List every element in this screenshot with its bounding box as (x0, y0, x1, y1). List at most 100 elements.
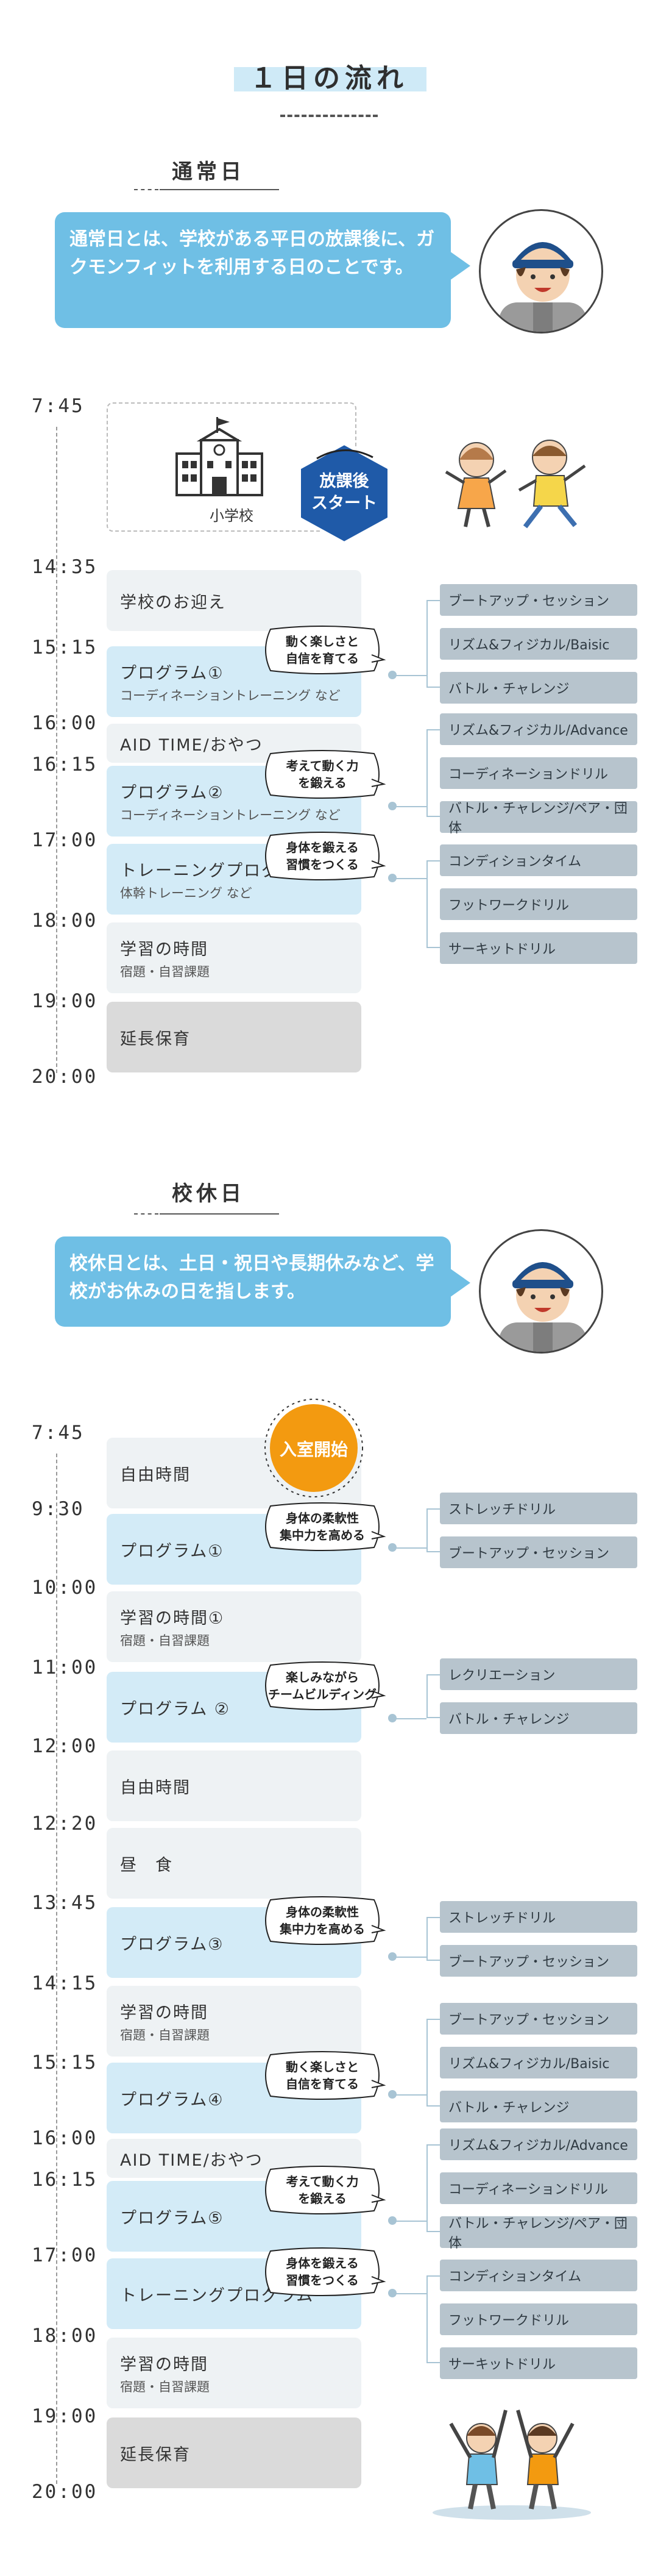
holiday-timeline-line (56, 1454, 57, 2484)
coach-illustration (499, 1262, 587, 1352)
start-badge-line1: 放課後 (319, 472, 369, 491)
callout-text: 考えて動く力を鍛える (258, 757, 386, 791)
schedule-block-subtitle: 体幹トレーニング など (120, 885, 252, 901)
activity-tag: サーキットドリル (440, 2347, 637, 2379)
tag-group-bracket (426, 2019, 440, 2107)
time-label: 18:00 (32, 910, 98, 932)
callout-line: 自信を育てる (286, 2077, 359, 2091)
activity-tag: コンディションタイム (440, 844, 637, 876)
callout-line: 習慣をつくる (286, 2273, 359, 2288)
tag-group-bracket (426, 729, 440, 817)
callout-line: 楽しみながら (286, 1670, 359, 1685)
activity-tag: リズム&フィジカル/Advance (440, 2128, 637, 2160)
activity-tag: リズム&フィジカル/Baisic (440, 2047, 637, 2078)
tag-group-dot (388, 2216, 397, 2225)
school-building-icon (175, 417, 263, 496)
schedule-block-title: 学習の時間 (120, 940, 208, 959)
activity-tag: コーディネーションドリル (440, 757, 637, 789)
schedule-block-subtitle: 宿題・自習課題 (120, 2379, 210, 2394)
callout-line: 身体を鍛える (286, 2256, 359, 2271)
tag-group-connector (392, 1547, 426, 1549)
time-label: 13:45 (32, 1892, 98, 1914)
regular-description-bubble: 通常日とは、学校がある平日の放課後に、ガクモンフィットを利用する日のことです。 (55, 212, 451, 328)
callout: 楽しみながらチームビルディング (258, 1660, 386, 1711)
stretching-kids-illustration (433, 2410, 591, 2520)
regular-heading-underline (160, 189, 279, 190)
time-label: 12:20 (32, 1813, 98, 1835)
start-badge-line2: スタート (311, 494, 377, 513)
tag-group-dot (388, 802, 397, 810)
regular-timeline-line (56, 427, 57, 1073)
callout-line: 集中力を高める (280, 1922, 365, 1936)
callout: 身体の柔軟性集中力を高める (258, 1895, 386, 1946)
schedule-block-title: 自由時間 (120, 1465, 191, 1485)
activity-tag: コンディションタイム (440, 2260, 637, 2291)
holiday-description: 校休日とは、土日・祝日や長期休みなど、学校がお休みの日を指します。 (69, 1253, 434, 1302)
schedule-block: AID TIME/おやつ (107, 724, 361, 763)
callout-shape (265, 2247, 386, 2296)
activity-tag: フットワークドリル (440, 888, 637, 920)
schedule-block: 延長保育 (107, 1002, 361, 1072)
activity-tag: リズム&フィジカル/Baisic (440, 628, 637, 660)
time-label: 17:00 (32, 2244, 98, 2266)
callout-line: チームビルディング (268, 1687, 377, 1702)
tag-group-connector (392, 2221, 426, 2222)
schedule-block-title: プログラム ② (120, 1699, 230, 1719)
holiday-heading: 校休日 (172, 1182, 245, 1206)
activity-tag: リズム&フィジカル/Advance (440, 713, 637, 745)
schedule-block-title: 学校のお迎え (120, 593, 226, 612)
callout-line: 身体を鍛える (286, 840, 359, 855)
kids-illustration (445, 440, 586, 529)
coach-avatar (479, 1229, 603, 1354)
schedule-block: 学習の時間宿題・自習課題 (107, 2338, 361, 2408)
callout-line: を鍛える (298, 776, 347, 790)
time-label: 14:15 (32, 1972, 98, 1994)
schedule-block: 延長保育 (107, 2417, 361, 2488)
time-label: 9:30 (32, 1498, 85, 1520)
tag-group-connector (392, 2094, 426, 2096)
time-label: 11:00 (32, 1657, 98, 1679)
callout-shape (265, 1896, 386, 1945)
callout-shape (265, 1502, 386, 1551)
tag-group-bracket (426, 1508, 440, 1552)
tag-group-dot (388, 2289, 397, 2297)
callout-text: 身体を鍛える習慣をつくる (258, 2255, 386, 2289)
schedule-block-subtitle: 宿題・自習課題 (120, 1633, 210, 1648)
schedule-block-subtitle: 宿題・自習課題 (120, 964, 210, 979)
callout-shape (265, 832, 386, 880)
callout-line: 習慣をつくる (286, 857, 359, 872)
callout-text: 楽しみながらチームビルディング (258, 1669, 386, 1703)
tag-group-bracket (426, 2275, 440, 2363)
activity-tag: ブートアップ・セッション (440, 1536, 637, 1568)
callout-shape (265, 2051, 386, 2100)
activity-tag: ブートアップ・セッション (440, 584, 637, 616)
time-label: 19:00 (32, 990, 98, 1012)
schedule-block-title: プログラム① (120, 663, 224, 683)
holiday-description-bubble: 校休日とは、土日・祝日や長期休みなど、学校がお休みの日を指します。 (55, 1236, 451, 1327)
activity-tag: バトル・チャレンジ (440, 1702, 637, 1734)
time-label: 20:00 (32, 1066, 98, 1088)
time-label: 10:00 (32, 1577, 98, 1599)
callout: 身体の柔軟性集中力を高める (258, 1501, 386, 1552)
schedule-block: AID TIME/おやつ (107, 2139, 361, 2178)
room-open-badge-shape (264, 1399, 363, 1497)
schedule-block-subtitle: コーディネーショントレーニング など (120, 807, 341, 822)
activity-tag: ストレッチドリル (440, 1493, 637, 1524)
callout-line: 考えて動く力 (286, 2174, 359, 2189)
tag-group-connector (392, 1718, 426, 1719)
schedule-block-title: プログラム① (120, 1541, 224, 1561)
callout: 考えて動く力を鍛える (258, 749, 386, 800)
school-label: 小学校 (210, 507, 253, 524)
callout-line: 考えて動く力 (286, 758, 359, 773)
tag-group-bracket (426, 860, 440, 948)
bubble-tail (450, 1268, 470, 1297)
holiday-heading-dash (134, 1213, 158, 1215)
room-open-badge: 入室開始 (262, 1396, 366, 1500)
callout-text: 考えて動く力を鍛える (258, 2173, 386, 2207)
schedule-block: 自由時間 (107, 1750, 361, 1821)
time-label: 16:15 (32, 754, 98, 776)
callout-line: 動く楽しさと (286, 634, 359, 649)
callout: 考えて動く力を鍛える (258, 2164, 386, 2216)
